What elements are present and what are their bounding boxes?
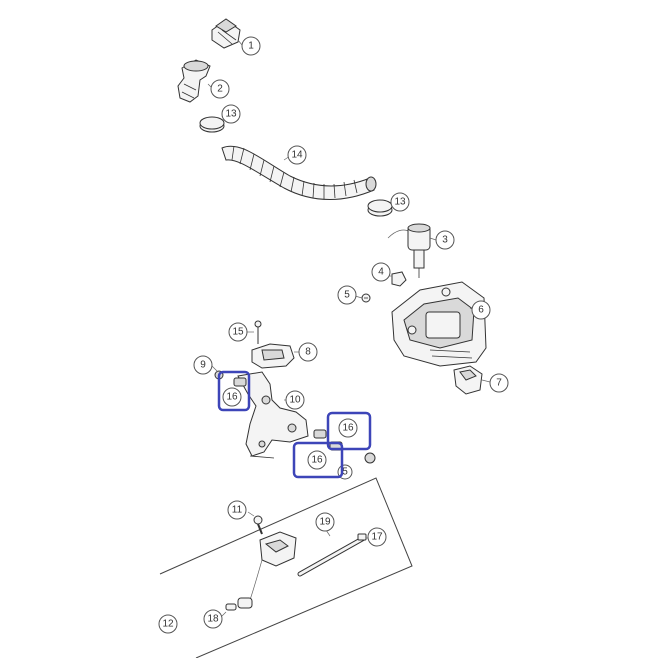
svg-text:13: 13 bbox=[394, 197, 406, 208]
part-5-screw-upper bbox=[361, 293, 371, 303]
highlight-box-16-lower bbox=[292, 441, 344, 479]
callout-8: 8 bbox=[298, 342, 318, 362]
svg-text:6: 6 bbox=[478, 305, 484, 316]
svg-text:2: 2 bbox=[217, 84, 223, 95]
callout-2: 2 bbox=[210, 79, 230, 99]
svg-text:8: 8 bbox=[305, 347, 311, 358]
part-16-bushing-right bbox=[313, 429, 327, 439]
part-17-end-cap bbox=[357, 533, 367, 541]
svg-text:15: 15 bbox=[232, 327, 244, 338]
callout-16: 16 bbox=[222, 387, 242, 407]
svg-text:5: 5 bbox=[342, 467, 348, 478]
svg-text:16: 16 bbox=[311, 455, 323, 466]
svg-text:10: 10 bbox=[289, 395, 301, 406]
callout-17: 17 bbox=[367, 527, 387, 547]
highlight-box-16-right bbox=[326, 411, 372, 451]
part-15-bolt bbox=[254, 320, 262, 344]
callout-1: 1 bbox=[241, 36, 261, 56]
callout-13: 13 bbox=[390, 192, 410, 212]
svg-text:12: 12 bbox=[162, 619, 174, 630]
part-16-bushing-left bbox=[233, 377, 247, 387]
svg-text:7: 7 bbox=[496, 378, 502, 389]
part-6-housing bbox=[391, 281, 487, 367]
svg-text:17: 17 bbox=[371, 532, 383, 543]
part-19-rod bbox=[297, 535, 367, 577]
kit-12-frame bbox=[159, 477, 413, 658]
callout-14: 14 bbox=[287, 145, 307, 165]
svg-text:1: 1 bbox=[248, 41, 254, 52]
part-13-clamp-lower bbox=[367, 199, 393, 217]
svg-text:9: 9 bbox=[200, 360, 206, 371]
part-14-corrugated-hose bbox=[221, 145, 377, 200]
part-4-fitting bbox=[391, 271, 407, 287]
callout-9: 9 bbox=[193, 355, 213, 375]
svg-text:16: 16 bbox=[342, 423, 354, 434]
svg-text:16: 16 bbox=[226, 392, 238, 403]
part-11-screw bbox=[253, 515, 263, 535]
part-5-nut-lower bbox=[364, 452, 376, 464]
svg-text:3: 3 bbox=[442, 235, 448, 246]
part-13-clamp-upper bbox=[199, 116, 225, 133]
callout-13: 13 bbox=[221, 104, 241, 124]
svg-text:11: 11 bbox=[232, 505, 243, 516]
svg-text:19: 19 bbox=[319, 517, 331, 528]
callout-15: 15 bbox=[228, 322, 248, 342]
callout-11: 11 bbox=[227, 500, 247, 520]
callout-16: 16 bbox=[307, 450, 327, 470]
part-8-sensor bbox=[251, 343, 295, 369]
part-2-elbow-connector bbox=[177, 59, 211, 103]
callout-10: 10 bbox=[285, 390, 305, 410]
callout-6: 6 bbox=[471, 300, 491, 320]
kit-valve-body bbox=[249, 531, 297, 601]
callout-5: 5 bbox=[337, 285, 357, 305]
callout-7: 7 bbox=[489, 373, 509, 393]
part-7-clip bbox=[453, 365, 483, 395]
callout-4: 4 bbox=[371, 262, 391, 282]
callout-18: 18 bbox=[203, 609, 223, 629]
callout-3: 3 bbox=[435, 230, 455, 250]
part-3-valve bbox=[387, 223, 431, 278]
callout-16: 16 bbox=[338, 418, 358, 438]
part-10-bracket bbox=[237, 371, 309, 459]
callout-19: 19 bbox=[315, 512, 335, 532]
part-18-tube bbox=[225, 597, 253, 611]
svg-text:14: 14 bbox=[291, 150, 303, 161]
highlight-boxes bbox=[217, 370, 372, 479]
svg-text:13: 13 bbox=[225, 109, 237, 120]
svg-text:5: 5 bbox=[344, 290, 350, 301]
svg-text:18: 18 bbox=[207, 614, 219, 625]
part-1-intake-cap bbox=[211, 18, 241, 49]
highlight-box-16-left bbox=[217, 370, 251, 412]
svg-text:4: 4 bbox=[378, 267, 384, 278]
callout-12: 12 bbox=[158, 614, 178, 634]
